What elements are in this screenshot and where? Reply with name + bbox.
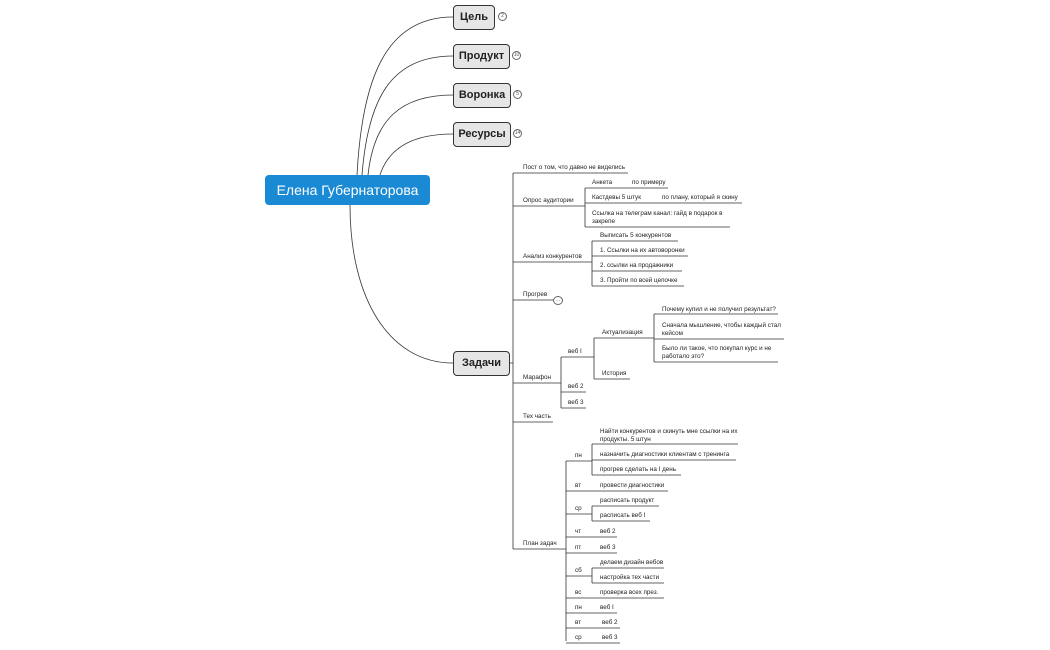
task-marathon[interactable]: Марафон (523, 374, 551, 381)
plan-task[interactable]: проверка всех през. (600, 589, 659, 596)
plan-task[interactable]: веб 3 (600, 544, 616, 551)
survey-anketa-note[interactable]: по примеру (632, 179, 666, 186)
marathon-web2[interactable]: веб 2 (568, 383, 584, 390)
branch-funnel[interactable]: Воронка (453, 83, 511, 108)
plan-task[interactable]: веб 2 (602, 619, 618, 626)
underline-l1 (513, 172, 628, 550)
collapsed-count-badge[interactable]: 5 (513, 90, 522, 99)
branch-tasks[interactable]: Задачи (453, 351, 510, 376)
plan-day[interactable]: ср (575, 634, 582, 641)
task-tech[interactable]: Тех часть (523, 413, 551, 420)
plan-day[interactable]: вт (575, 482, 582, 489)
collapsed-count-badge[interactable]: 2 (498, 12, 507, 21)
plan-task[interactable]: прогрев сделать на I день (600, 466, 677, 473)
competitor-item[interactable]: 3. Пройти по всей цепочке (600, 277, 678, 284)
branch-product[interactable]: Продукт (453, 44, 510, 69)
plan-task[interactable]: веб 2 (600, 528, 616, 535)
branch-resources[interactable]: Ресурсы (453, 122, 511, 147)
connector-goal (356, 16, 454, 176)
plan-day[interactable]: вс (575, 589, 582, 596)
actualization-question[interactable]: Сначала мышление, чтобы каждый стал кейс… (662, 322, 781, 337)
task-plan[interactable]: План задач (523, 540, 557, 547)
collapsed-more-badge[interactable]: ... (553, 296, 563, 305)
connector-funnel (367, 94, 454, 176)
survey-custdev-note[interactable]: по плану, который я скину (662, 194, 738, 201)
competitor-item[interactable]: 2. ссылки на продажники (600, 262, 674, 269)
marathon-web1[interactable]: веб I (568, 348, 582, 355)
plan-day[interactable]: пн (575, 452, 582, 459)
survey-telegram[interactable]: Ссылка на телеграм канал: гайд в подарок… (592, 210, 723, 225)
plan-task[interactable]: делаем дизайн вебов (600, 559, 664, 566)
competitor-item[interactable]: Выписать 5 конкурентов (600, 232, 672, 239)
plan-task[interactable]: расписать веб I (600, 512, 646, 519)
task-competitors[interactable]: Анализ конкурентов (523, 253, 582, 260)
plan-task[interactable]: расписать продукт (600, 497, 655, 504)
plan-day[interactable]: ср (575, 505, 582, 512)
root-node[interactable]: Елена Губернаторова (265, 175, 430, 205)
plan-day[interactable]: вт (575, 619, 582, 626)
competitor-item[interactable]: 1. Ссылки на их автоворонки (600, 247, 685, 254)
plan-task[interactable]: настройка тех части (600, 574, 660, 581)
plan-day[interactable]: пт (575, 544, 582, 551)
plan-task[interactable]: веб 3 (602, 634, 618, 641)
plan-day[interactable]: сб (575, 567, 582, 574)
marathon-actualization[interactable]: Актуализация (602, 329, 643, 336)
actualization-question[interactable]: Было ли такое, что покупал курс и не раб… (662, 345, 772, 360)
plan-task[interactable]: назначить диагностики клиентам с тренинг… (600, 451, 730, 458)
survey-anketa[interactable]: Анкета (592, 179, 613, 186)
plan-task[interactable]: веб I (600, 604, 614, 611)
survey-custdev[interactable]: Кастдевы 5 штук (592, 194, 641, 201)
branch-goal[interactable]: Цель (453, 5, 495, 30)
plan-task[interactable]: Найти конкурентов и скинуть мне ссылки н… (600, 428, 738, 443)
plan-task[interactable]: провести диагностики (600, 482, 665, 489)
task-progrev[interactable]: Прогрев (523, 291, 548, 298)
marathon-web3[interactable]: веб 3 (568, 399, 584, 406)
connector-resources (379, 133, 454, 176)
connector-product (361, 55, 454, 176)
task-survey[interactable]: Опрос аудитории (523, 197, 574, 204)
connector-tasks (349, 204, 454, 364)
plan-day[interactable]: чт (575, 528, 582, 535)
actualization-question[interactable]: Почему купил и не получил результат? (662, 306, 776, 313)
collapsed-count-badge[interactable]: 10 (512, 51, 521, 60)
task-post[interactable]: Пост о том, что давно не виделись (523, 164, 625, 171)
marathon-history[interactable]: История (602, 370, 627, 377)
collapsed-count-badge[interactable]: 14 (513, 129, 522, 138)
plan-day[interactable]: пн (575, 604, 582, 611)
